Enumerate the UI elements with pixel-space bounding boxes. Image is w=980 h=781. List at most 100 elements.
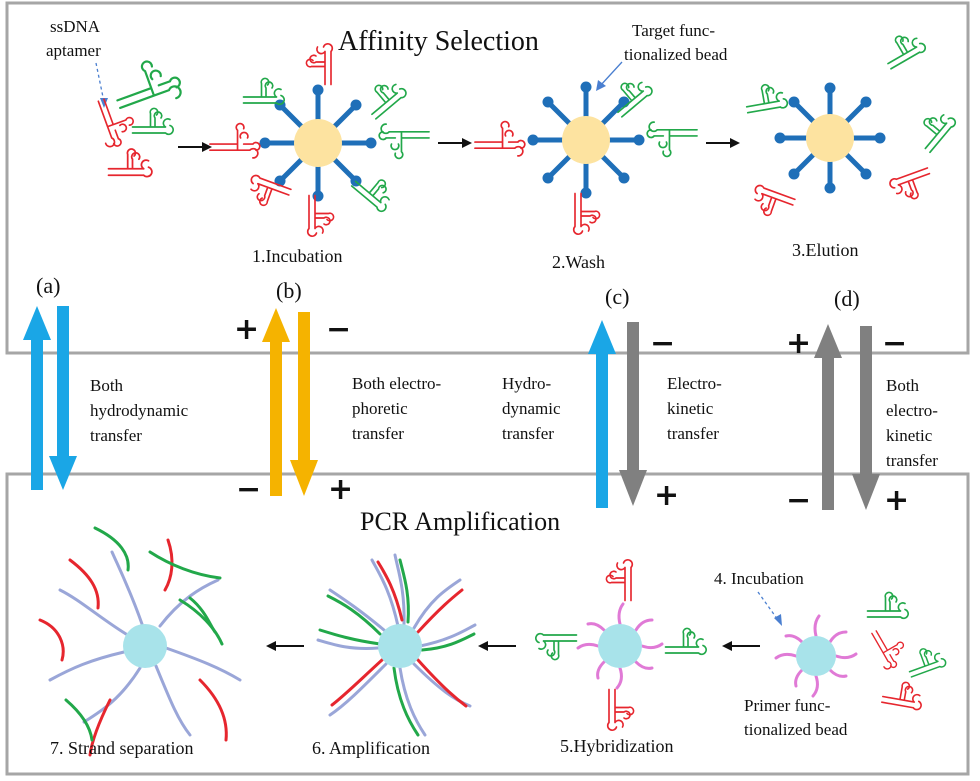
red-aptamer-icon [305, 43, 334, 86]
transfer-c-left-text-2: dynamic [502, 399, 561, 418]
green-aptamer-icon [910, 104, 958, 154]
transfer-b-up-arrow [262, 308, 290, 496]
affinity-panel-frame [5, 1, 970, 355]
transfer-a-down-arrow [49, 306, 77, 490]
step-arrow [722, 641, 760, 651]
transfer-a-up-arrow [23, 306, 51, 490]
affinity-title: Affinity Selection [338, 26, 539, 57]
primer-pointer-head [774, 614, 782, 626]
green-aptamer-icon [646, 121, 698, 158]
green-aptamer-icon [742, 80, 789, 115]
transfer-b-text-1: Both electro- [352, 374, 442, 393]
primer-bead-core [123, 624, 167, 668]
green-aptamer-icon [535, 632, 578, 661]
step1-label: 1.Incubation [252, 246, 342, 266]
transfer-b: (b) + − − + Both electro- phoretic trans… [234, 278, 442, 507]
step7-label: 7. Strand separation [50, 738, 193, 758]
target-pointer-head [596, 80, 606, 91]
primer-bead-core [378, 624, 422, 668]
pcr-title: PCR Amplification [360, 507, 560, 536]
transfer-c-tag: (c) [605, 284, 629, 309]
red-aptamer-icon [887, 165, 937, 206]
step-arrow [438, 138, 472, 148]
green-aptamer-icon [866, 591, 909, 620]
green-aptamer-icon [107, 51, 186, 119]
step5-label: 5.Hybridization [560, 736, 673, 756]
red-aptamer-icon [474, 120, 526, 157]
step-arrow [478, 641, 516, 651]
transfer-d-text-2: electro- [886, 401, 938, 420]
aptamer-pool [90, 51, 186, 178]
red-aptamer-icon [107, 148, 153, 178]
aptamer-pointer-head [100, 98, 108, 108]
target-label-line2: tionalized bead [624, 45, 728, 64]
red-aptamer-icon [605, 559, 634, 602]
primer-bead-core [598, 624, 642, 668]
minus-sign: − [882, 326, 907, 361]
transfer-b-text-2: phoretic [352, 399, 408, 418]
red-aptamer-icon [747, 183, 797, 224]
plus-sign: + [786, 326, 811, 361]
green-aptamer-icon [902, 642, 948, 679]
transfer-c-right-text-2: kinetic [667, 399, 714, 418]
hybridization-bead [535, 559, 707, 731]
strand-separation-bead [38, 526, 242, 757]
primer-bead-core [796, 636, 836, 676]
target-label-line1: Target func- [632, 21, 715, 40]
minus-sign: − [236, 472, 261, 507]
target-bead [806, 114, 854, 162]
amplification-bead [316, 553, 477, 737]
minus-sign: − [650, 326, 675, 361]
transfer-d: (d) + − − + Both electro- kinetic transf… [786, 286, 938, 518]
step-arrow [706, 138, 740, 148]
elution-bead [742, 26, 958, 224]
green-aptamer-icon [131, 107, 174, 136]
minus-sign: − [786, 483, 811, 518]
target-bead [294, 119, 342, 167]
target-pointer [599, 61, 623, 87]
transfer-a-tag: (a) [36, 273, 60, 298]
transfer-d-up-arrow [814, 324, 842, 510]
green-aptamer-icon [359, 73, 409, 121]
transfer-b-tag: (b) [276, 278, 302, 303]
plus-sign: + [328, 472, 353, 507]
primer-label-line2: tionalized bead [744, 720, 848, 739]
transfer-d-text-3: kinetic [886, 426, 933, 445]
transfer-d-text-4: transfer [886, 451, 938, 470]
transfer-c: (c) − + Hydro- dynamic transfer Electro-… [502, 284, 722, 513]
red-aptamer-icon [209, 122, 261, 159]
green-aptamer-icon [350, 166, 400, 214]
red-aptamer-icon [90, 91, 141, 151]
incubation-bead [209, 43, 430, 237]
green-aptamer-icon [378, 123, 430, 160]
red-aptamer-icon [880, 678, 926, 712]
red-aptamer-icon [306, 194, 335, 237]
red-aptamer-icon [606, 688, 635, 731]
red-aptamer-icon [865, 621, 912, 673]
step4-label: 4. Incubation [714, 569, 804, 588]
step-arrow [266, 641, 304, 651]
transfer-a-text-1: Both [90, 376, 124, 395]
transfer-c-up-arrow [588, 320, 616, 508]
ssdna-label: ssDNA [50, 17, 101, 36]
plus-sign: + [884, 483, 909, 518]
green-aptamer-icon [664, 627, 707, 656]
transfer-a-text-3: transfer [90, 426, 142, 445]
transfer-b-down-arrow [290, 312, 318, 496]
step2-label: 2.Wash [552, 252, 605, 272]
red-aptamer-icon [572, 192, 601, 235]
target-bead [562, 116, 610, 164]
transfer-d-tag: (d) [834, 286, 860, 311]
primer-bead [774, 614, 858, 698]
transfer-c-right-text-1: Electro- [667, 374, 722, 393]
minus-sign: − [326, 312, 351, 347]
step3-label: 3.Elution [792, 240, 859, 260]
step6-label: 6. Amplification [312, 738, 430, 758]
transfer-d-text-1: Both [886, 376, 920, 395]
transfer-a: (a) Both hydrodynamic transfer [23, 273, 189, 490]
transfer-d-down-arrow [852, 326, 880, 510]
pcr-panel-frame [5, 472, 970, 776]
transfer-c-left-text-3: transfer [502, 424, 554, 443]
